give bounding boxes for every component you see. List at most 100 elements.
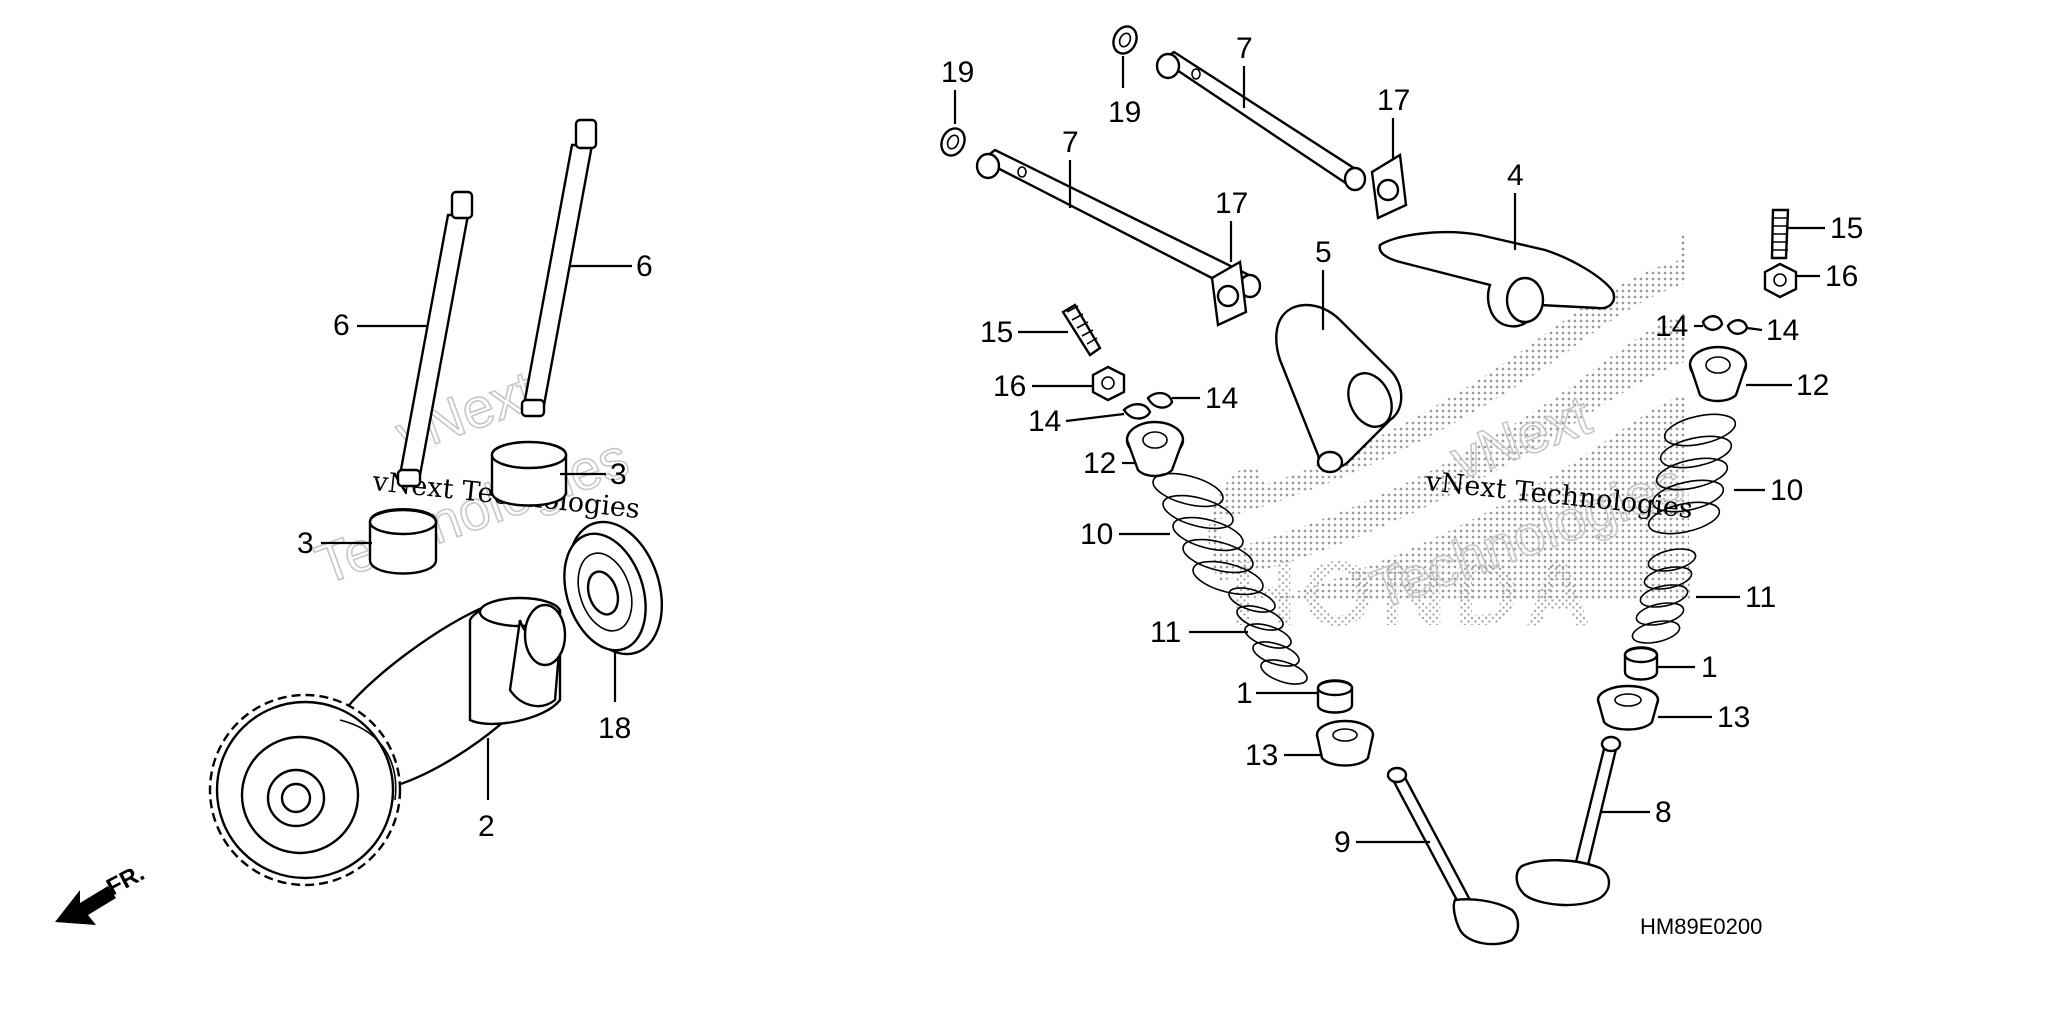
cotter-left-a — [1122, 403, 1152, 420]
spring-seat-left — [1315, 719, 1375, 767]
adjusting-screw-left — [1061, 303, 1102, 357]
svg-text:HM89E0200: HM89E0200 — [1640, 914, 1762, 939]
rocker-arm-intake — [1378, 230, 1616, 328]
svg-text:10: 10 — [1080, 518, 1113, 551]
svg-text:12: 12 — [1796, 369, 1829, 402]
spring-seat-right — [1596, 684, 1660, 731]
callout-1-left: 1 — [1236, 677, 1318, 710]
callout-11-right: 11 — [1696, 581, 1776, 614]
callout-1-right: 1 — [1657, 651, 1718, 684]
svg-text:12: 12 — [1083, 447, 1116, 480]
callout-11-left: 11 — [1150, 616, 1248, 649]
svg-text:11: 11 — [1745, 581, 1776, 614]
stem-seal-right — [1623, 646, 1659, 681]
lock-nut-right — [1763, 262, 1798, 299]
callout-9: 9 — [1334, 826, 1430, 859]
callout-19-right: 19 — [1108, 56, 1141, 129]
callout-7-upper: 7 — [1236, 32, 1253, 108]
svg-text:16: 16 — [993, 370, 1026, 403]
svg-text:9: 9 — [1334, 826, 1351, 859]
brand-wordmark: HONDA — [1230, 543, 1597, 645]
svg-text:6: 6 — [636, 250, 653, 283]
callout-19-left: 19 — [941, 56, 974, 124]
spring-retainer-left — [1125, 420, 1185, 478]
svg-text:14: 14 — [1205, 382, 1238, 415]
svg-text:5: 5 — [1315, 236, 1332, 269]
cotter-left-b — [1146, 391, 1174, 409]
svg-text:1: 1 — [1236, 677, 1253, 710]
callout-12-left: 12 — [1083, 447, 1136, 480]
push-rod-left — [396, 190, 474, 488]
cam-gear — [208, 693, 402, 887]
svg-text:19: 19 — [941, 56, 974, 89]
callout-14-right-a: 14 — [1655, 310, 1703, 343]
outer-spring-left — [1152, 472, 1264, 596]
washer-19-right — [1112, 25, 1138, 55]
svg-text:7: 7 — [1062, 126, 1079, 159]
intake-valve — [1515, 735, 1622, 907]
callout-16-left: 16 — [993, 370, 1093, 403]
svg-text:8: 8 — [1655, 796, 1672, 829]
svg-text:19: 19 — [1108, 96, 1141, 129]
tappet-upper — [490, 440, 568, 507]
bearing — [563, 520, 664, 656]
inner-spring-right — [1631, 548, 1697, 644]
svg-text:3: 3 — [610, 458, 627, 491]
stem-seal-left — [1316, 679, 1354, 714]
svg-text:15: 15 — [1830, 212, 1863, 245]
callout-8: 8 — [1600, 796, 1672, 829]
exhaust-valve — [1386, 766, 1520, 946]
svg-text:16: 16 — [1825, 260, 1858, 293]
front-direction-indicator: FR. — [55, 859, 149, 925]
svg-text:17: 17 — [1377, 84, 1410, 117]
svg-text:18: 18 — [598, 712, 631, 745]
callout-15-right: 15 — [1788, 212, 1863, 245]
callout-14-left-a: 14 — [1028, 405, 1125, 438]
callout-16-right: 16 — [1796, 260, 1858, 293]
callout-10-right: 10 — [1734, 474, 1803, 507]
callout-17-upper: 17 — [1377, 84, 1410, 160]
svg-text:14: 14 — [1766, 314, 1799, 347]
svg-text:13: 13 — [1717, 701, 1750, 734]
tappet-lower — [368, 508, 438, 575]
callout-7-lower: 7 — [1062, 126, 1079, 208]
callout-6-right: 6 — [569, 250, 653, 283]
svg-text:14: 14 — [1028, 405, 1061, 438]
adjusting-screw-right — [1770, 208, 1790, 260]
callout-14-left-b: 14 — [1172, 382, 1238, 415]
spring-retainer-right — [1688, 345, 1748, 403]
callout-13-right: 13 — [1658, 701, 1750, 734]
callout-10-left: 10 — [1080, 518, 1170, 551]
callout-6-left: 6 — [333, 309, 428, 342]
inner-spring-left — [1228, 587, 1308, 685]
lock-nut-left — [1091, 365, 1126, 402]
washer-19-left — [940, 127, 966, 157]
callout-2: 2 — [478, 738, 495, 843]
shaft-holder-left — [1210, 260, 1248, 327]
push-rod-right — [520, 118, 598, 418]
callout-3-upper: 3 — [560, 458, 627, 491]
svg-text:1: 1 — [1701, 651, 1718, 684]
cotter-right-b — [1726, 319, 1749, 335]
callout-17-lower: 17 — [1215, 187, 1248, 262]
cotter-right-a — [1701, 315, 1724, 331]
callout-3-lower: 3 — [297, 527, 372, 560]
svg-text:HONDA: HONDA — [1230, 543, 1597, 645]
svg-text:11: 11 — [1150, 616, 1181, 649]
svg-text:6: 6 — [333, 309, 350, 342]
svg-text:7: 7 — [1236, 32, 1253, 65]
callout-14-right-b: 14 — [1746, 314, 1799, 347]
callout-5: 5 — [1315, 236, 1332, 330]
svg-text:4: 4 — [1507, 159, 1524, 192]
rocker-arm-exhaust — [1275, 303, 1403, 474]
callout-15-left: 15 — [980, 316, 1068, 349]
svg-text:13: 13 — [1245, 739, 1278, 772]
diagram-code: HM89E0200 — [1640, 914, 1762, 939]
svg-text:15: 15 — [980, 316, 1013, 349]
svg-text:17: 17 — [1215, 187, 1248, 220]
callout-13-left: 13 — [1245, 739, 1322, 772]
shaft-holder-right — [1370, 153, 1408, 220]
outer-spring-right — [1647, 413, 1737, 535]
svg-text:3: 3 — [297, 527, 314, 560]
